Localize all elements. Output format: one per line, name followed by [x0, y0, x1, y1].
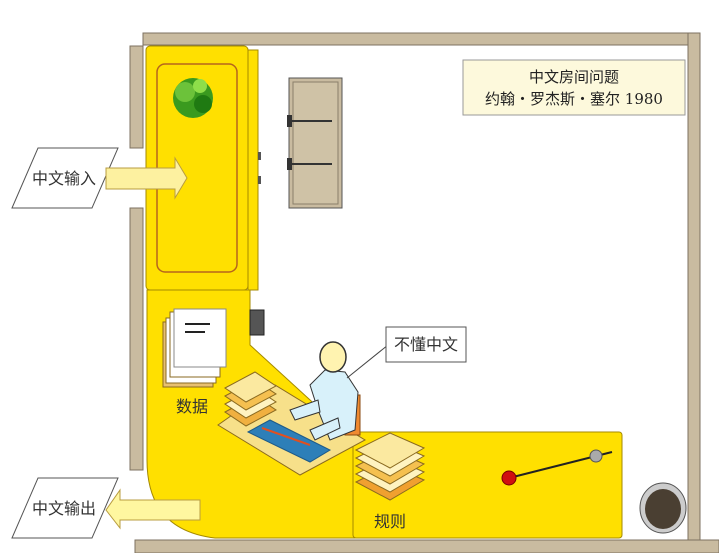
right-wall	[687, 32, 701, 544]
slot-device	[249, 309, 265, 336]
callout-line	[346, 344, 389, 379]
input-arrow-icon	[105, 156, 188, 200]
top-wall	[142, 32, 701, 46]
hinge-mark	[258, 152, 261, 160]
input-box	[11, 147, 119, 209]
plant-icon	[173, 78, 213, 118]
title-line1: 中文房间问题	[529, 68, 619, 86]
pointer-icon	[501, 449, 613, 486]
cabinet	[287, 77, 343, 209]
bottom-wall	[134, 539, 719, 553]
person-icon	[289, 341, 361, 441]
trash-bin-icon	[639, 482, 687, 534]
title-box	[462, 59, 686, 116]
room-walls	[129, 32, 719, 553]
left-wall-middle	[129, 207, 144, 471]
hinge-mark	[258, 176, 261, 184]
book-stack-left-icon	[224, 371, 277, 427]
person-label: 不懂中文	[394, 335, 458, 354]
output-box	[11, 477, 119, 539]
left-wall-upper	[129, 45, 144, 149]
output-arrow-icon	[105, 488, 201, 530]
title-line2: 约翰・罗杰斯・塞尔 1980	[485, 90, 663, 108]
rules-books-icon	[354, 432, 426, 501]
person-callout	[385, 326, 467, 363]
side-strip	[247, 49, 259, 291]
rules-label: 规则	[374, 512, 406, 531]
data-label: 数据	[176, 397, 208, 416]
output-label: 中文输出	[32, 499, 96, 518]
input-label: 中文输入	[32, 169, 96, 188]
data-papers-icon	[162, 308, 227, 388]
